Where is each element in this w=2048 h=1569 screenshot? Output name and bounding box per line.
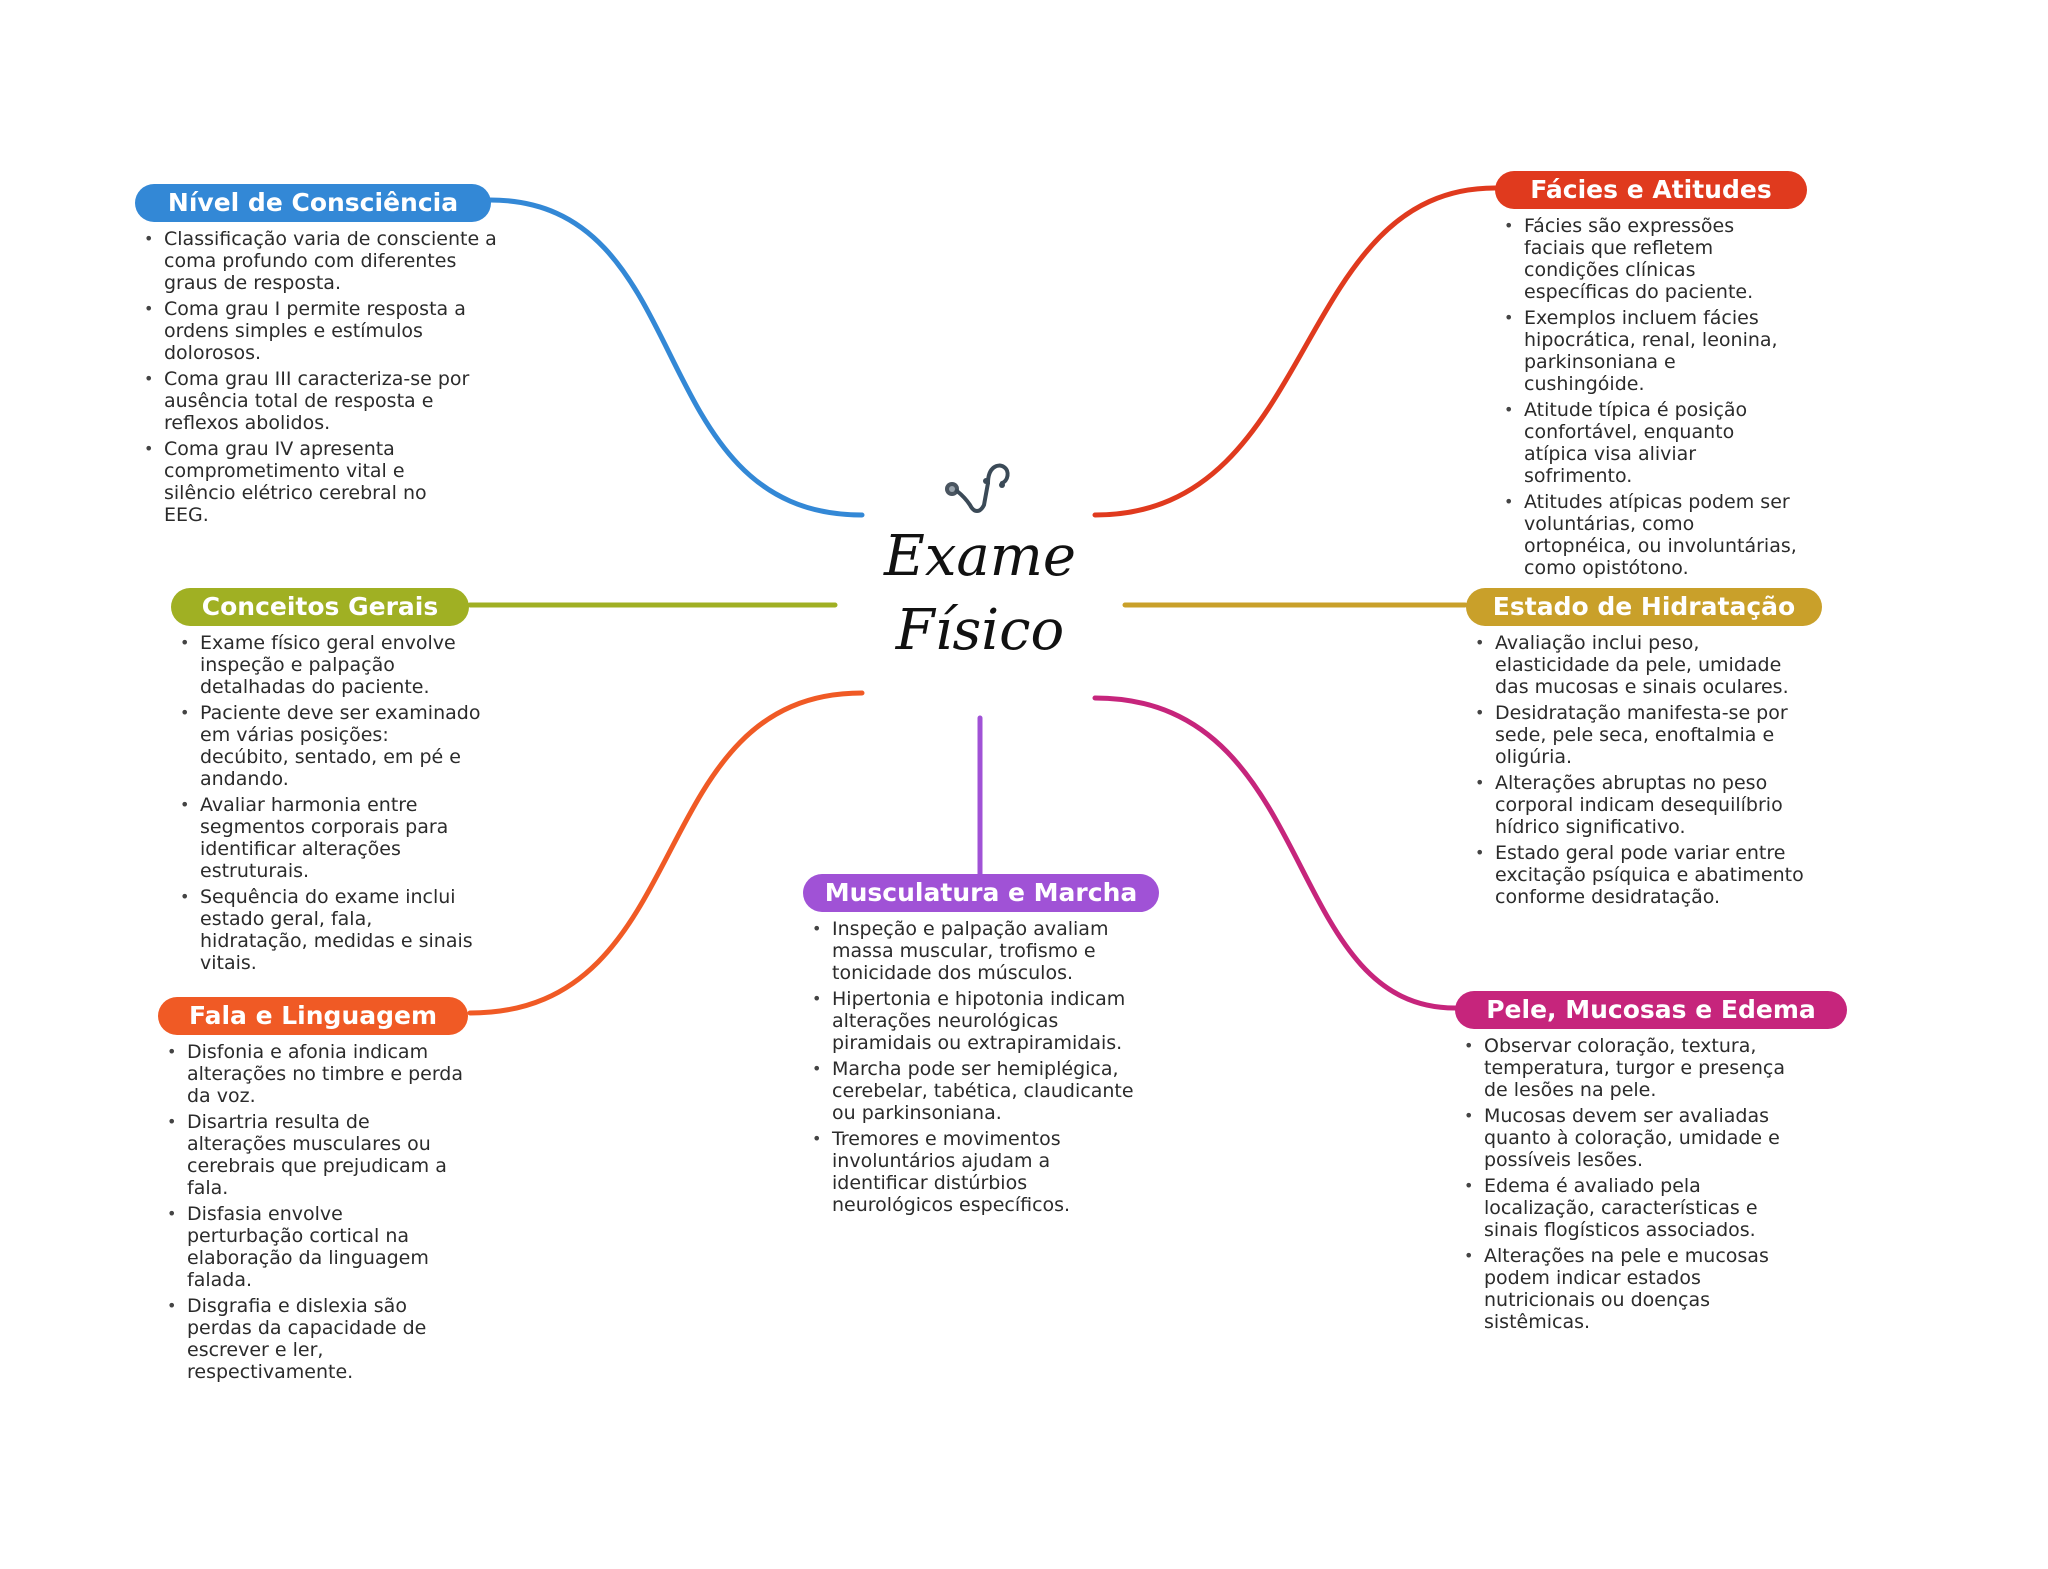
branch-conceitos-gerais: Conceitos Gerais Exame físico geral envo…	[171, 588, 491, 978]
branch-pele-mucosas-e-edema: Pele, Mucosas e Edema Observar coloração…	[1455, 991, 1855, 1337]
bullet-item: Coma grau I permite resposta a ordens si…	[140, 298, 489, 364]
bullet-item: Exemplos incluem fácies hipocrática, ren…	[1500, 307, 1800, 395]
central-title: Exame Físico	[860, 520, 1100, 668]
bullet-item: Tremores e movimentos involuntários ajud…	[808, 1128, 1132, 1216]
bullet-item: Hipertonia e hipotonia indicam alteraçõe…	[808, 988, 1153, 1054]
bullet-item: Disfasia envolve perturbação cortical na…	[163, 1203, 463, 1291]
bullet-item: Disfonia e afonia indicam alterações no …	[163, 1041, 463, 1107]
central-title-line-2: Físico	[895, 598, 1065, 663]
bullet-item: Paciente deve ser examinado em várias po…	[176, 702, 481, 790]
branch-title: Estado de Hidratação	[1492, 592, 1796, 621]
branch-title: Fala e Linguagem	[188, 1001, 438, 1030]
branch-title-pill[interactable]: Pele, Mucosas e Edema	[1455, 991, 1847, 1029]
branch-bullet-list: Fácies são expressões faciais que reflet…	[1500, 215, 1800, 579]
bullet-item: Marcha pode ser hemiplégica, cerebelar, …	[808, 1058, 1153, 1124]
branch-bullet-list: Exame físico geral envolve inspeção e pa…	[176, 632, 481, 974]
central-title-line-1: Exame	[883, 524, 1077, 589]
bullet-item: Inspeção e palpação avaliam massa muscul…	[808, 918, 1153, 984]
bullet-item: Observar coloração, textura, temperatura…	[1460, 1035, 1790, 1101]
bullet-item: Desidratação manifesta-se por sede, pele…	[1471, 702, 1811, 768]
central-topic: Exame Físico	[860, 455, 1100, 695]
connector-pele	[1092, 695, 1458, 1011]
bullet-item: Exame físico geral envolve inspeção e pa…	[176, 632, 481, 698]
branch-bullet-list: Observar coloração, textura, temperatura…	[1460, 1035, 1790, 1333]
bullet-item: Disgrafia e dislexia são perdas da capac…	[163, 1295, 463, 1383]
bullet-item: Fácies são expressões faciais que reflet…	[1500, 215, 1794, 303]
connector-nivel	[487, 197, 865, 518]
branch-nivel-de-consciencia: Nível de Consciência Classificação varia…	[135, 184, 505, 530]
bullet-item: Sequência do exame inclui estado geral, …	[176, 886, 481, 974]
branch-title-pill[interactable]: Estado de Hidratação	[1466, 588, 1822, 626]
branch-title-pill[interactable]: Musculatura e Marcha	[803, 874, 1159, 912]
branch-fala-e-linguagem: Fala e Linguagem Disfonia e afonia indic…	[158, 997, 478, 1387]
bullet-item: Disartria resulta de alterações muscular…	[163, 1111, 463, 1199]
branch-title-pill[interactable]: Nível de Consciência	[135, 184, 491, 222]
branch-title: Pele, Mucosas e Edema	[1486, 995, 1816, 1024]
branch-musculatura-e-marcha: Musculatura e Marcha Inspeção e palpação…	[803, 874, 1163, 1220]
bullet-item: Estado geral pode variar entre excitação…	[1471, 842, 1815, 908]
branch-facies-e-atitudes: Fácies e Atitudes Fácies são expressões …	[1495, 171, 1815, 583]
branch-estado-de-hidratacao: Estado de Hidratação Avaliação inclui pe…	[1466, 588, 1836, 912]
stethoscope-icon	[945, 463, 1010, 513]
branch-bullet-list: Avaliação inclui peso, elasticidade da p…	[1471, 632, 1811, 908]
branch-title-pill[interactable]: Fala e Linguagem	[158, 997, 468, 1035]
bullet-item: Alterações na pele e mucosas podem indic…	[1460, 1245, 1790, 1333]
bullet-item: Alterações abruptas no peso corporal ind…	[1471, 772, 1811, 838]
branch-bullet-list: Classificação varia de consciente a coma…	[140, 228, 500, 526]
bullet-item: Atitude típica é posição confortável, en…	[1500, 399, 1804, 487]
branch-title-pill[interactable]: Fácies e Atitudes	[1495, 171, 1807, 209]
bullet-item: Avaliação inclui peso, elasticidade da p…	[1471, 632, 1811, 698]
bullet-item: Avaliar harmonia entre segmentos corpora…	[176, 794, 481, 882]
bullet-item: Classificação varia de consciente a coma…	[140, 228, 500, 294]
connector-facies	[1092, 185, 1498, 518]
branch-bullet-list: Disfonia e afonia indicam alterações no …	[163, 1041, 463, 1383]
branch-bullet-list: Inspeção e palpação avaliam massa muscul…	[808, 918, 1153, 1216]
branch-title: Musculatura e Marcha	[824, 878, 1138, 907]
bullet-item: Edema é avaliado pela localização, carac…	[1460, 1175, 1790, 1241]
branch-title: Conceitos Gerais	[201, 592, 439, 621]
branch-title: Nível de Consciência	[167, 188, 459, 217]
bullet-item: Atitudes atípicas podem ser voluntárias,…	[1500, 491, 1800, 579]
branch-title-pill[interactable]: Conceitos Gerais	[171, 588, 469, 626]
branch-title: Fácies e Atitudes	[1530, 175, 1772, 204]
bullet-item: Coma grau IV apresenta comprometimento v…	[140, 438, 474, 526]
bullet-item: Coma grau III caracteriza-se por ausênci…	[140, 368, 489, 434]
bullet-item: Mucosas devem ser avaliadas quanto à col…	[1460, 1105, 1790, 1171]
connector-fala	[467, 690, 865, 1016]
